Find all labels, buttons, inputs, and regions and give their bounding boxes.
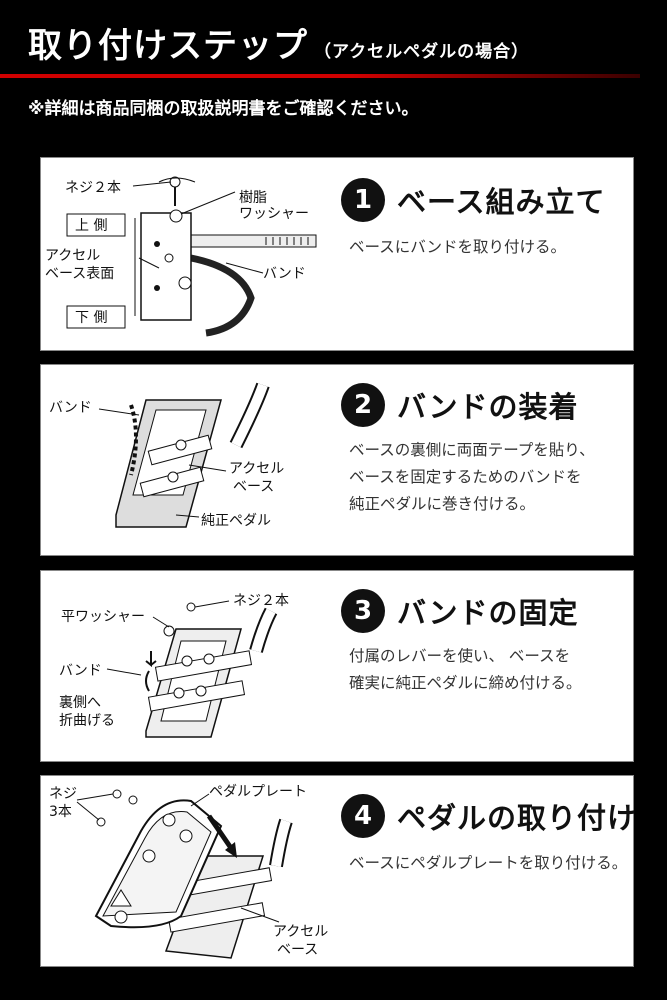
label-flat-washer: 平ワッシャー <box>61 609 145 625</box>
step-panel-3: 平ワッシャー ネジ２本 バンド 裏側へ 折曲げる 3 バンドの固定 付属のレバー… <box>40 570 634 762</box>
lower-side-box <box>66 305 126 329</box>
label-accel-base-1: アクセル <box>45 248 100 264</box>
label-washer: ワッシャー <box>239 206 309 222</box>
upper-side-box <box>66 213 126 237</box>
washer-icon <box>163 625 175 637</box>
step1-description: ベースにバンドを取り付ける。 <box>349 238 567 256</box>
fold-arrow-icon <box>145 670 150 692</box>
step3-description: 付属のレバーを使い、 ベースを 確実に純正ペダルに締め付ける。 <box>349 647 582 692</box>
washer-icon <box>178 276 192 290</box>
step2-number-badge: 2 <box>341 383 385 427</box>
band-shape <box>190 254 255 337</box>
label-fold-1: 裏側へ <box>59 694 101 711</box>
step4-number-badge: 4 <box>341 794 385 838</box>
step-panel-1: ネジ２本 樹脂 ワッシャー 上 側 アクセル ベース表面 バンド 下 側 1 ベ… <box>40 157 634 351</box>
page-title-text: 取り付けステップ <box>28 26 308 66</box>
step-panel-2: バンド アクセル ベース 純正ペダル 2 バンドの装着 ベースの裏側に両面テープ… <box>40 364 634 556</box>
step3-title: バンドの固定 <box>397 596 579 630</box>
step2-illustration: バンド アクセル ベース 純正ペダル <box>49 382 284 529</box>
manual-note: ※詳細は商品同梱の取扱説明書をご確認ください。 <box>28 99 419 119</box>
band-rope <box>129 404 138 476</box>
step1-illustration: ネジ２本 樹脂 ワッシャー 上 側 アクセル ベース表面 バンド 下 側 <box>45 176 317 337</box>
label-screws: ネジ２本 <box>233 593 289 609</box>
step4-illustration: ネジ 3本 ペダルプレート アクセル ベース <box>49 784 328 959</box>
label-upper-side: 上 側 <box>75 218 107 234</box>
step4-description: ベースにペダルプレートを取り付ける。 <box>349 854 628 872</box>
label-screw-count: 3本 <box>49 804 72 820</box>
label-base: ベース <box>277 942 318 958</box>
screw-icon <box>169 209 183 223</box>
step3-heading: 3 バンドの固定 <box>341 589 578 633</box>
label-accel-base-2: ベース表面 <box>45 266 114 282</box>
label-resin: 樹脂 <box>239 190 267 206</box>
screw-icon <box>186 602 196 612</box>
step1-title: ベース組み立て <box>397 185 606 219</box>
step2-description: ベースの裏側に両面テープを貼り、 ベースを固定するためのバンドを 純正ペダルに巻… <box>349 441 595 513</box>
step4-heading: 4 ペダルの取り付け <box>341 794 637 838</box>
label-fold-2: 折曲げる <box>59 713 115 729</box>
label-accel: アクセル <box>273 924 328 940</box>
step1-heading: 1 ベース組み立て <box>341 178 606 222</box>
arrow-down-icon <box>145 651 157 668</box>
screw-icon <box>128 795 138 805</box>
base-plate <box>140 212 192 321</box>
label-band: バンド <box>59 663 102 679</box>
label-lower-side: 下 側 <box>75 310 107 326</box>
step2-heading: 2 バンドの装着 <box>341 383 578 427</box>
arrow-icon <box>206 814 234 850</box>
label-base: ベース <box>233 479 274 495</box>
label-screws: ネジ２本 <box>65 180 121 196</box>
step3-number-badge: 3 <box>341 589 385 633</box>
page-title: 取り付けステップ （アクセルペダルの場合） <box>28 18 529 67</box>
band-strap <box>180 234 317 248</box>
step2-title: バンドの装着 <box>397 390 579 424</box>
step4-title: ペダルの取り付け <box>397 801 638 835</box>
triangle-icon <box>110 889 132 907</box>
label-band: バンド <box>49 400 92 416</box>
label-band: バンド <box>263 266 306 282</box>
label-pedal: 純正ペダル <box>201 513 271 529</box>
red-divider <box>0 74 640 78</box>
page-subtitle: （アクセルペダルの場合） <box>314 42 530 62</box>
page-header: 取り付けステップ （アクセルペダルの場合） <box>0 0 667 80</box>
label-screw: ネジ <box>49 786 77 802</box>
step3-illustration: 平ワッシャー ネジ２本 バンド 裏側へ 折曲げる <box>59 593 289 738</box>
label-pedal-plate: ペダルプレート <box>209 784 307 800</box>
step1-number-badge: 1 <box>341 178 385 222</box>
label-accel: アクセル <box>229 461 284 477</box>
step-panel-4: ネジ 3本 ペダルプレート アクセル ベース 4 ペダルの取り付け ベースにペダ… <box>40 775 637 967</box>
screw-icon <box>112 789 122 799</box>
